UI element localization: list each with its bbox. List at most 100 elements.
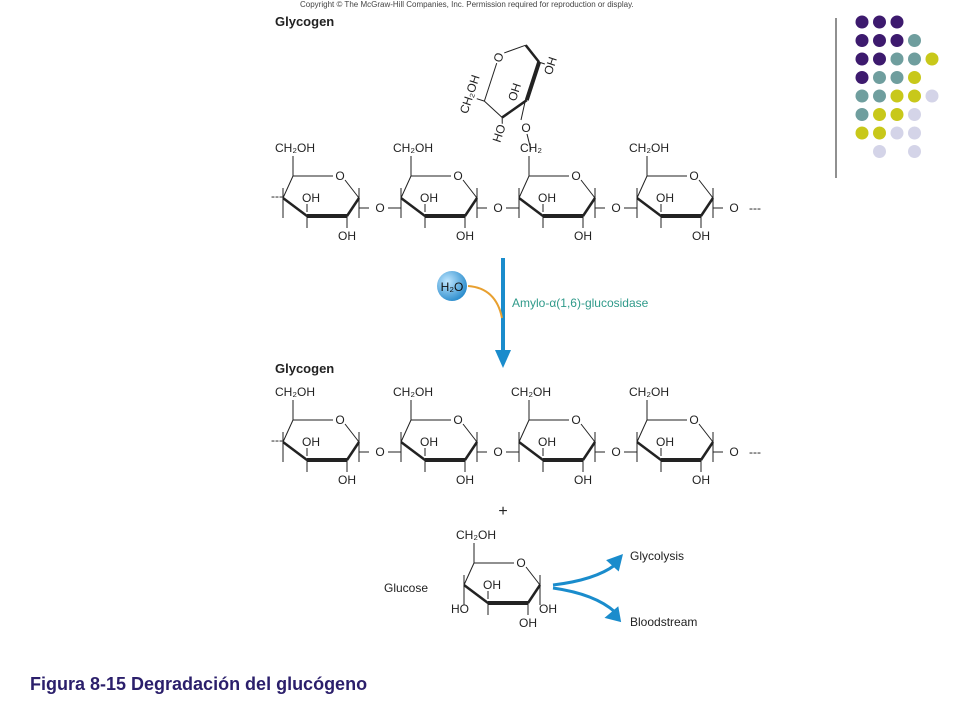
decor-dot xyxy=(908,34,921,47)
chain-end-dashes-left: --- xyxy=(271,189,283,203)
ch2oh-group-label: CH₂OH xyxy=(275,141,315,155)
ring-oxygen-label: O xyxy=(516,556,525,570)
decor-dot xyxy=(873,126,886,140)
c3-hydroxyl-label: OH xyxy=(656,435,674,449)
reaction-arrow xyxy=(495,258,511,368)
decor-dot xyxy=(873,34,886,47)
decor-dot xyxy=(855,52,869,66)
ring-oxygen-label: O xyxy=(453,169,462,183)
c3-hydroxyl-label: OH xyxy=(538,435,556,449)
c3-hydroxyl-label: OH xyxy=(538,191,556,205)
decor-dot xyxy=(855,71,869,84)
decor-dot xyxy=(873,89,886,103)
ch2oh-group-label: CH₂OH xyxy=(629,141,669,155)
ring-bond xyxy=(282,419,294,443)
ch2oh-group-label: CH₂OH xyxy=(393,141,433,155)
ring-bond-bold xyxy=(699,197,715,217)
ring-oxygen-label: O xyxy=(571,169,580,183)
decor-dot xyxy=(908,52,921,66)
glycogen-title-bottom: Glycogen xyxy=(275,361,334,376)
glycogen-title-top: Glycogen xyxy=(275,14,334,29)
ch2oh-group-label: CH₂OH xyxy=(393,385,433,399)
c2-hydroxyl-label: OH xyxy=(456,473,474,487)
ring-bond xyxy=(400,175,412,199)
glycogen-chain-bottom: ---OCH₂OHOHOHOOCH₂OHOHOHOOCH₂OHOHOHOOCH₂… xyxy=(271,385,761,487)
ring-bond xyxy=(525,566,541,586)
bloodstream-label: Bloodstream xyxy=(630,615,697,629)
terminal-oxygen-label: O xyxy=(729,445,738,459)
chain-end-dashes-right: --- xyxy=(749,201,761,215)
ch2-bond xyxy=(476,98,485,102)
glucose-label: Glucose xyxy=(384,581,428,595)
decor-dot xyxy=(855,34,869,47)
ring-bond xyxy=(463,562,475,586)
c4-bond xyxy=(501,117,503,124)
ring-bond-bold xyxy=(518,197,544,217)
ring-bond-bold xyxy=(345,441,361,461)
ring-bond xyxy=(462,423,478,443)
ring-bond xyxy=(483,62,498,102)
ring-bond-bold xyxy=(463,197,479,217)
ring-bond xyxy=(698,423,714,443)
glycosidic-oxygen-label: O xyxy=(375,201,384,215)
ring-bond xyxy=(580,423,596,443)
decor-dot xyxy=(873,108,886,121)
ring-oxygen-label: O xyxy=(335,413,344,427)
water-molecule-icon: H₂O xyxy=(437,271,467,301)
bloodstream-arrow xyxy=(552,586,622,623)
ring-bond-bold xyxy=(581,441,597,461)
ring-bond-bold xyxy=(699,441,715,461)
decor-dot xyxy=(890,89,904,103)
decor-dot xyxy=(890,52,904,66)
ring-bond xyxy=(462,179,478,199)
ch2oh-group-label: CH₂OH xyxy=(457,73,483,115)
ring-bond-bold xyxy=(282,441,308,461)
ring-oxygen-label: O xyxy=(571,413,580,427)
glycosidic-oxygen-label: O xyxy=(611,445,620,459)
c2-hydroxyl-label: OH xyxy=(338,229,356,243)
ring-bond-bold xyxy=(524,44,541,63)
decor-dot xyxy=(855,126,869,140)
c3-hydroxyl-label: OH xyxy=(656,191,674,205)
c3-hydroxyl-label: OH xyxy=(302,191,320,205)
c4-hydroxyl-label: HO xyxy=(490,123,509,144)
ring-oxygen-label: O xyxy=(689,413,698,427)
ring-bond-bold xyxy=(463,441,479,461)
glycolysis-label: Glycolysis xyxy=(630,549,684,563)
branch-link-bond xyxy=(526,133,532,151)
ch2oh-group-label: CH₂OH xyxy=(275,385,315,399)
ring-bond-bold xyxy=(518,441,544,461)
decor-dot xyxy=(873,145,886,158)
plus-sign: + xyxy=(498,503,507,520)
decor-dot xyxy=(890,126,904,140)
decor-dot xyxy=(925,89,939,103)
ring-bond-bold xyxy=(636,197,662,217)
ring-bond xyxy=(344,423,360,443)
ring-bond xyxy=(698,179,714,199)
ring-bond-bold xyxy=(526,584,542,604)
chain-end-dashes-right: --- xyxy=(749,445,761,459)
glycolysis-arrow xyxy=(552,554,624,587)
figure-caption: Figura 8-15 Degradación del glucógeno xyxy=(30,674,368,694)
ring-bond-bold xyxy=(282,197,308,217)
decor-dot xyxy=(873,15,886,29)
ring-oxygen-label: O xyxy=(490,51,506,64)
ring-bond-bold xyxy=(501,99,528,119)
c2-hydroxyl-label: OH xyxy=(519,616,537,630)
ring-bond xyxy=(518,419,530,443)
decor-dot xyxy=(855,15,869,29)
ch2oh-group-label: CH₂OH xyxy=(511,385,551,399)
ring-bond xyxy=(400,419,412,443)
decor-dot xyxy=(925,52,939,66)
ring-bond-bold xyxy=(581,197,597,217)
water-arc xyxy=(467,285,503,319)
